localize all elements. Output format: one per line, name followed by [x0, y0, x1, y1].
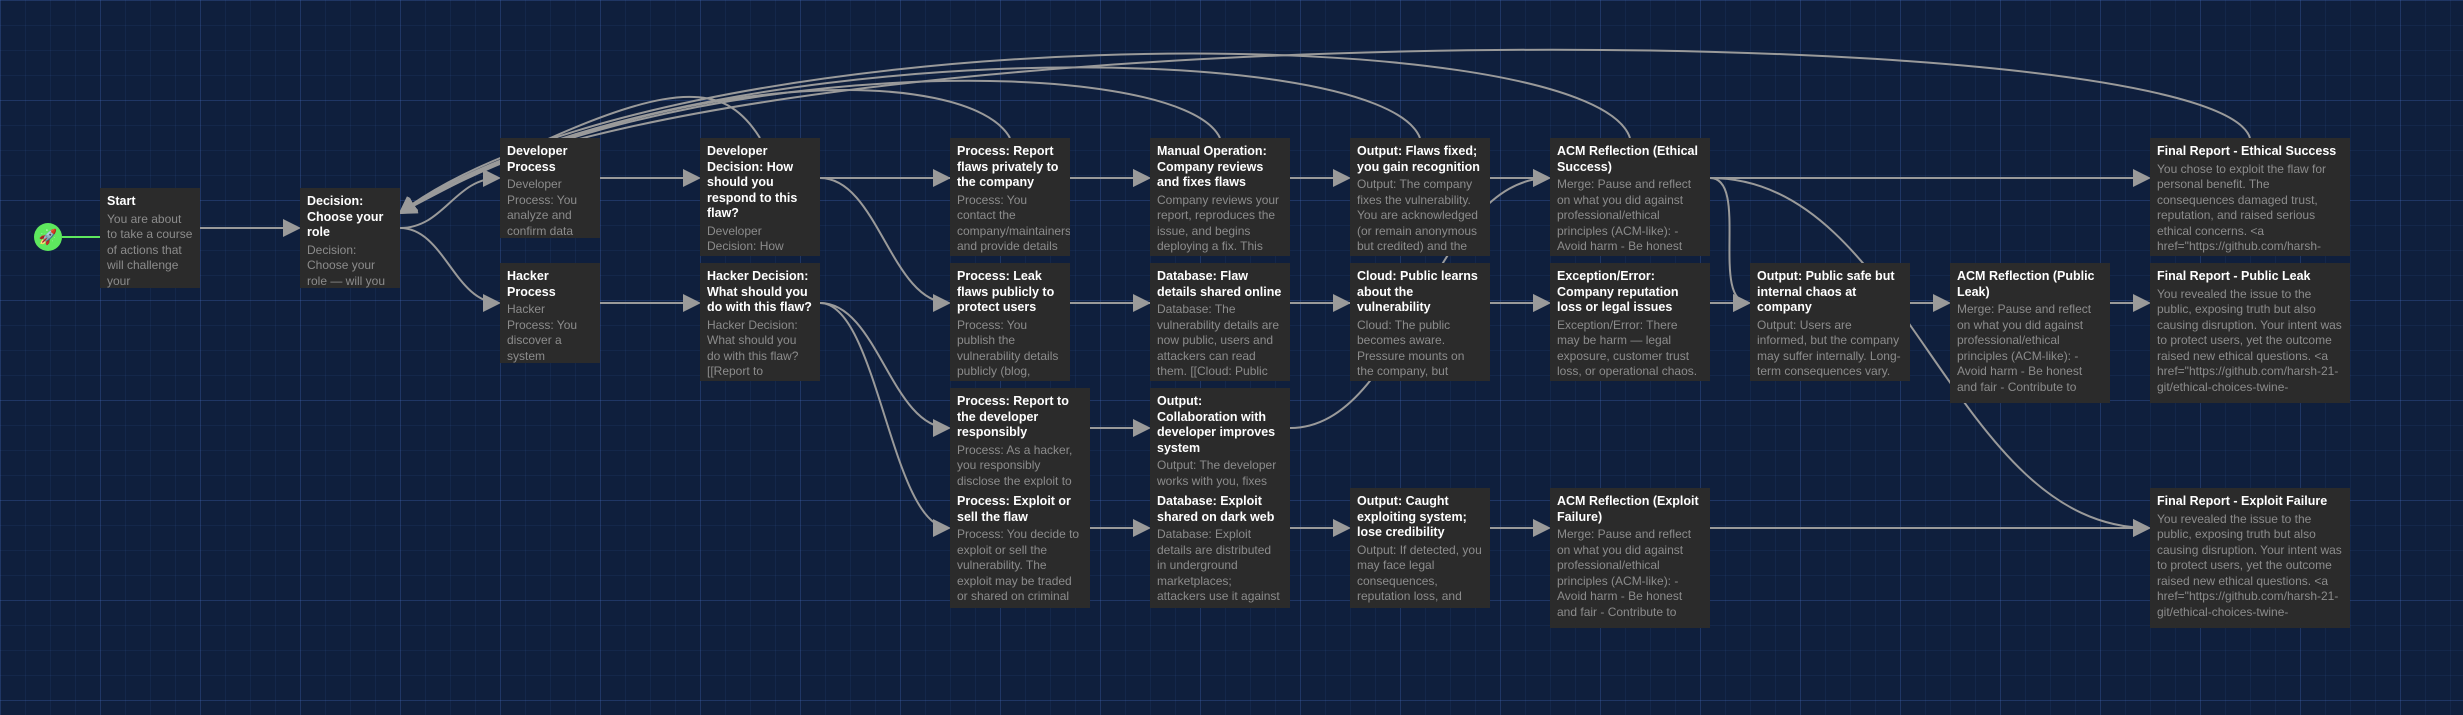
passage-title: Output: Caught exploiting system; lose c…: [1357, 494, 1467, 539]
passage-acm-success[interactable]: ACM Reflection (Ethical Success) Merge: …: [1550, 138, 1710, 256]
passage-db-dark[interactable]: Database: Exploit shared on dark web Dat…: [1150, 488, 1290, 608]
passage-excerpt: Output: Users are informed, but the comp…: [1757, 317, 1901, 382]
passage-excerpt: Hacker Decision: What should you do with…: [707, 317, 799, 379]
passage-excerpt: You revealed the issue to the public, ex…: [2157, 511, 2342, 619]
passage-title: Output: Collaboration with developer imp…: [1157, 394, 1276, 455]
passage-title: Database: Flaw details shared online: [1157, 269, 1282, 299]
passage-final-leak[interactable]: Final Report - Public Leak You revealed …: [2150, 263, 2350, 403]
passage-excerpt: You chose to exploit the flaw for person…: [2157, 161, 2326, 254]
passage-title: ACM Reflection (Exploit Failure): [1557, 494, 1699, 524]
passage-title: Final Report - Ethical Success: [2157, 144, 2337, 158]
passage-dev-process[interactable]: Developer Process Developer Process: You…: [500, 138, 600, 238]
passage-out-public-safe[interactable]: Output: Public safe but internal chaos a…: [1750, 263, 1910, 381]
passage-excerpt: Developer Decision: How should you respo…: [707, 223, 812, 257]
link-arrow: [398, 52, 1631, 215]
passage-excerpt: Cloud: The public becomes aware. Pressur…: [1357, 317, 1465, 382]
passage-title: Manual Operation: Company reviews and fi…: [1157, 144, 1267, 189]
passage-excerpt: You revealed the issue to the public, ex…: [2157, 286, 2342, 394]
passage-excerpt: Process: You decide to exploit or sell t…: [957, 527, 1080, 603]
passage-excerpt: Process: You contact the company/maintai…: [957, 192, 1070, 254]
passage-excerpt: Merge: Pause and reflect on what you did…: [1557, 177, 1692, 253]
link-arrow: [398, 95, 761, 214]
passage-excerpt: Process: As a hacker, you responsibly di…: [957, 442, 1073, 488]
passage-final-failure[interactable]: Final Report - Exploit Failure You revea…: [2150, 488, 2350, 628]
link-arrow: [819, 302, 951, 537]
passage-excerpt: Company reviews your report, reproduces …: [1157, 192, 1280, 254]
link-arrow: [399, 169, 501, 229]
passage-title: Exception/Error: Company reputation loss…: [1557, 269, 1679, 314]
passage-exploit-sell[interactable]: Process: Exploit or sell the flaw Proces…: [950, 488, 1090, 608]
passage-title: Process: Report to the developer respons…: [957, 394, 1069, 439]
passage-hacker-decision[interactable]: Hacker Decision: What should you do with…: [700, 263, 820, 381]
passage-excerpt: Merge: Pause and reflect on what you did…: [1957, 302, 2092, 394]
passage-cloud-public[interactable]: Cloud: Public learns about the vulnerabi…: [1350, 263, 1490, 381]
passage-title: ACM Reflection (Ethical Success): [1557, 144, 1698, 174]
link-arrow: [1709, 177, 1751, 312]
passage-title: ACM Reflection (Public Leak): [1957, 269, 2095, 299]
passage-title: Cloud: Public learns about the vulnerabi…: [1357, 269, 1478, 314]
passage-acm-failure[interactable]: ACM Reflection (Exploit Failure) Merge: …: [1550, 488, 1710, 628]
passage-report-dev[interactable]: Process: Report to the developer respons…: [950, 388, 1090, 488]
passage-title: Developer Decision: How should you respo…: [707, 144, 798, 220]
passage-out-collab[interactable]: Output: Collaboration with developer imp…: [1150, 388, 1290, 488]
passage-title: Final Report - Exploit Failure: [2157, 494, 2328, 508]
passage-leak-public[interactable]: Process: Leak flaws publicly to protect …: [950, 263, 1070, 381]
passage-excerpt: You are about to take a course of action…: [107, 211, 193, 288]
passage-excerpt: Process: You publish the vulnerability d…: [957, 317, 1059, 382]
passage-title: Database: Exploit shared on dark web: [1157, 494, 1275, 524]
passage-title: Hacker Decision: What should you do with…: [707, 269, 812, 314]
passage-excerpt: Output: The company fixes the vulnerabil…: [1357, 177, 1478, 253]
link-arrow: [399, 227, 501, 312]
passage-title: Process: Report flaws privately to the c…: [957, 144, 1059, 189]
passage-dev-decision[interactable]: Developer Decision: How should you respo…: [700, 138, 820, 256]
passage-excerpt: Exception/Error: There may be harm — leg…: [1557, 317, 1698, 382]
passage-out-fixed[interactable]: Output: Flaws fixed; you gain recognitio…: [1350, 138, 1490, 256]
passage-excerpt: Output: If detected, you may face legal …: [1357, 542, 1482, 604]
rocket-icon[interactable]: 🚀: [34, 223, 62, 251]
passage-title: Final Report - Public Leak: [2157, 269, 2311, 283]
passage-start[interactable]: Start You are about to take a course of …: [100, 188, 200, 288]
passage-title: Developer Process: [507, 144, 568, 174]
link-arrow: [398, 48, 2251, 215]
passage-report-private[interactable]: Process: Report flaws privately to the c…: [950, 138, 1070, 256]
passage-title: Output: Public safe but internal chaos a…: [1757, 269, 1895, 314]
link-arrow: [819, 302, 951, 437]
passage-acm-leak[interactable]: ACM Reflection (Public Leak) Merge: Paus…: [1950, 263, 2110, 403]
passage-manual-op[interactable]: Manual Operation: Company reviews and fi…: [1150, 138, 1290, 256]
passage-exception[interactable]: Exception/Error: Company reputation loss…: [1550, 263, 1710, 381]
passage-title: Process: Exploit or sell the flaw: [957, 494, 1071, 524]
passage-excerpt: Developer Process: You analyze and confi…: [507, 177, 578, 238]
passage-excerpt: Decision: Choose your role — will you: [307, 242, 386, 288]
passage-title: Output: Flaws fixed; you gain recognitio…: [1357, 144, 1480, 174]
start-connector: [62, 236, 102, 238]
link-arrow: [819, 177, 951, 312]
passage-title: Hacker Process: [507, 269, 556, 299]
passage-out-caught[interactable]: Output: Caught exploiting system; lose c…: [1350, 488, 1490, 608]
passage-final-success[interactable]: Final Report - Ethical Success You chose…: [2150, 138, 2350, 256]
link-arrow: [1709, 177, 2151, 537]
passage-excerpt: Merge: Pause and reflect on what you did…: [1557, 527, 1692, 619]
passage-title: Start: [107, 194, 136, 208]
passage-decision[interactable]: Decision: Choose your role Decision: Cho…: [300, 188, 400, 288]
passage-title: Process: Leak flaws publicly to protect …: [957, 269, 1055, 314]
passage-db-shared[interactable]: Database: Flaw details shared online Dat…: [1150, 263, 1290, 381]
passage-title: Decision: Choose your role: [307, 194, 384, 239]
passage-excerpt: Hacker Process: You discover a system vu…: [507, 302, 578, 363]
passage-excerpt: Database: Exploit details are distribute…: [1157, 527, 1280, 608]
passage-excerpt: Database: The vulnerability details are …: [1157, 302, 1280, 378]
passage-hacker-process[interactable]: Hacker Process Hacker Process: You disco…: [500, 263, 600, 363]
passage-excerpt: Output: The developer works with you, fi…: [1157, 458, 1277, 488]
